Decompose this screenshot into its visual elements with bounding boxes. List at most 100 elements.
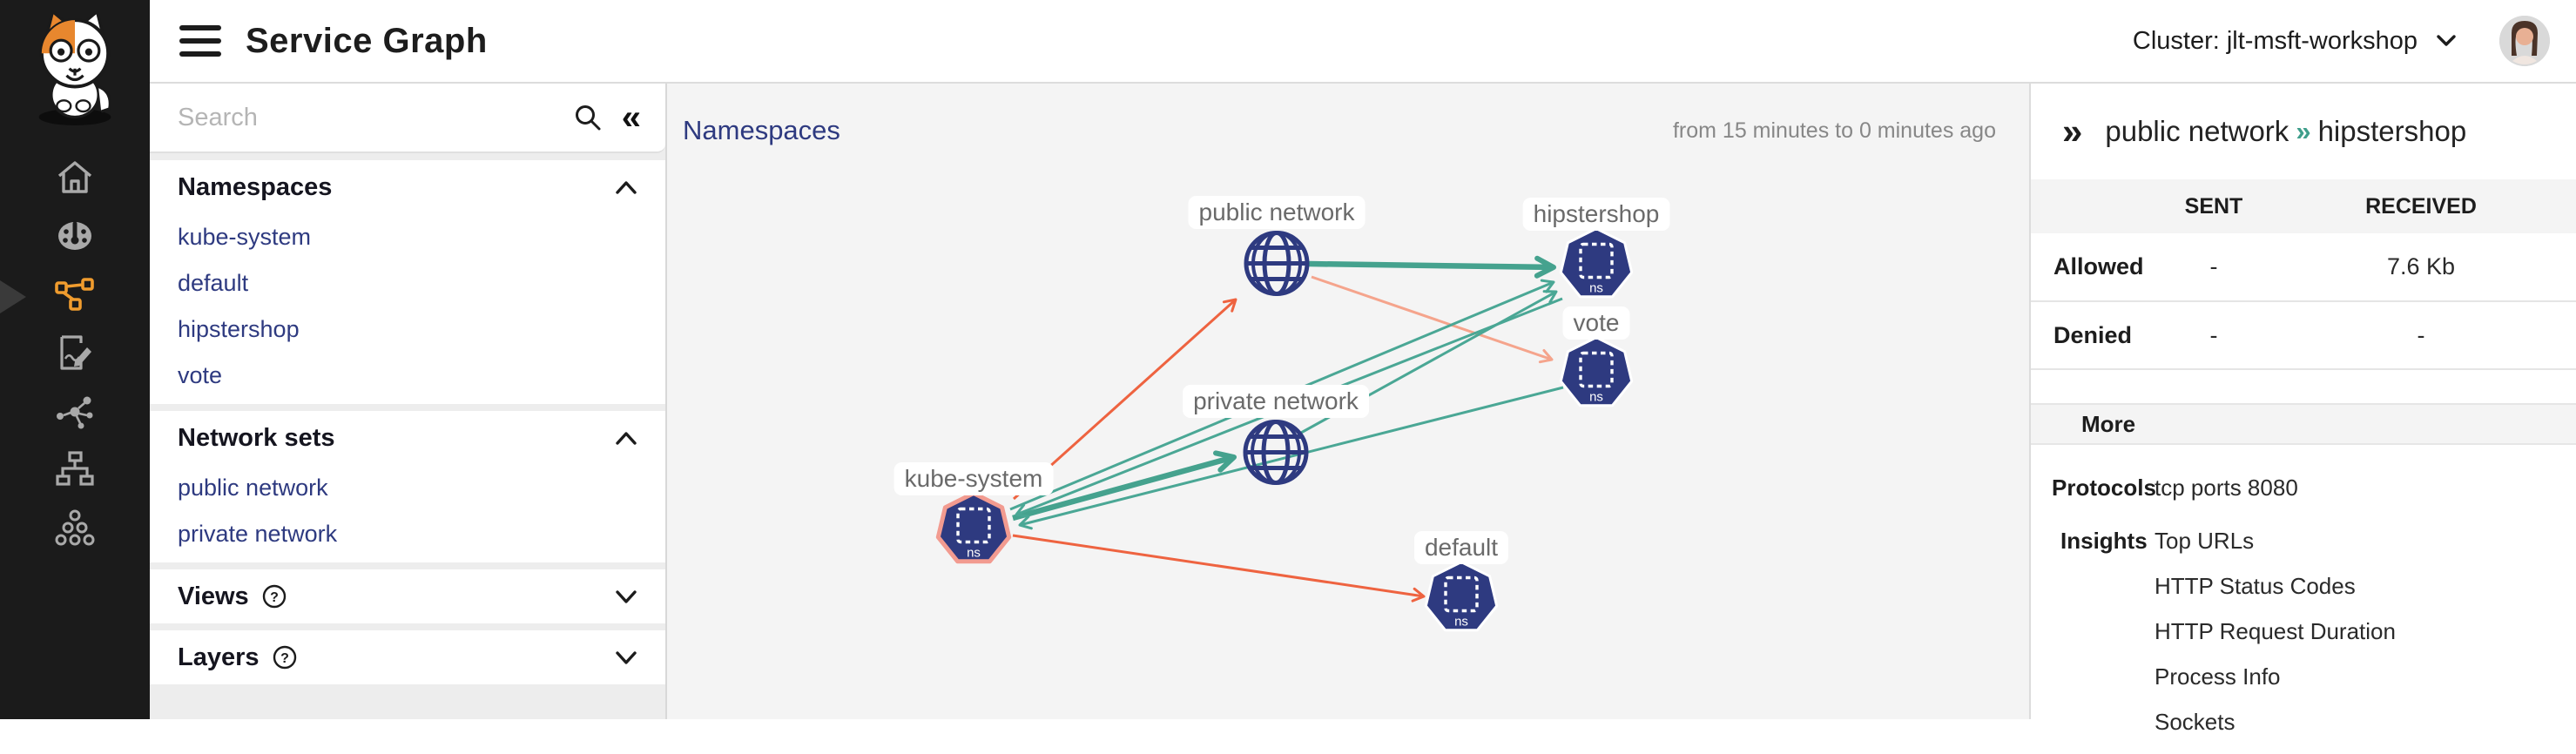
graph-edge-public-network-to-vote[interactable] [1311,275,1554,364]
protocols-label: Protocols [2052,475,2156,501]
section-title: Views [178,582,249,610]
sent-value: - [2161,233,2266,302]
sidebar-collapse-icon[interactable]: « [621,98,641,137]
rail-item-service-graph[interactable] [0,265,150,323]
cluster-selector-label: Cluster: jlt-msft-workshop [2132,26,2418,55]
chevron-up-icon[interactable] [613,179,639,196]
section-title: Network sets [178,423,335,452]
graph-node-label-public-network[interactable]: public network [1188,196,1366,229]
insight-item-http-status-codes[interactable]: HTTP Status Codes [2155,573,2356,599]
rail-item-hierarchy[interactable] [0,440,150,498]
network-nodes-icon [57,396,93,428]
insight-item-top-urls[interactable]: Top URLs [2155,528,2255,554]
row-label: Denied [2031,301,2161,370]
sidebar-item-vote[interactable]: vote [178,362,223,388]
sidebar-section-layers: Layers ? [150,630,665,684]
section-header[interactable]: Views ? [150,569,665,623]
sidebar-sections: Namespaces kube-system default hipstershop… [150,160,665,684]
canvas-view-label: Namespaces [683,115,840,145]
help-icon[interactable]: ? [261,583,287,609]
graph-node-hipstershop[interactable]: ns [1558,226,1635,310]
column-header-sent: SENT [2184,193,2243,219]
sidebar-search-row: « [150,84,665,153]
sidebar-item-public-network[interactable]: public network [178,475,328,501]
insights-label: Insights [2060,528,2148,554]
left-icon-rail [0,0,150,719]
svg-text:ns: ns [1589,281,1603,296]
clusters-icon [55,509,95,545]
top-bar: Service Graph Cluster: jlt-msft-workshop [150,0,2576,84]
rail-item-network[interactable] [0,381,150,440]
graph-edge-public-network-to-hipstershop[interactable] [1308,255,1556,279]
section-title: Namespaces [178,172,333,201]
chevron-down-icon[interactable] [613,589,639,605]
rail-item-clusters[interactable] [0,498,150,556]
graph-edge-kube-system-to-default[interactable] [1012,534,1426,603]
graph-node-vote[interactable]: ns [1558,334,1635,419]
sidebar-section-views: Views ? [150,569,665,623]
policies-icon [60,334,91,370]
service-graph-canvas[interactable]: Namespaces from 15 minutes to 0 minutes … [667,84,2029,719]
more-section-header[interactable]: More [2031,403,2576,445]
section-header[interactable]: Layers ? [150,630,665,684]
graph-node-kube-system[interactable]: ns [935,490,1012,575]
edge-details-panel: » public network » hipstershop SENT RECE… [2029,84,2576,735]
user-avatar[interactable] [2499,16,2550,66]
calico-cat-logo [0,0,150,125]
panel-collapse-icon[interactable]: » [2062,111,2083,151]
rail-item-home[interactable] [0,148,150,206]
svg-text:?: ? [280,651,289,666]
sidebar-item-default[interactable]: default [178,270,249,296]
section-title: Layers [178,643,260,671]
breadcrumb-target[interactable]: hipstershop [2317,115,2467,147]
sidebar-section-namespaces: Namespaces kube-system default hipstershop… [150,160,665,404]
sidebar-panel: « Namespaces kube-system default hipstersh… [150,84,667,719]
graph-node-label-vote[interactable]: vote [1562,306,1630,340]
breadcrumb-source[interactable]: public network [2105,115,2289,147]
traffic-row-allowed: Allowed - 7.6 Kb [2031,233,2576,302]
service-graph-icon [55,277,94,311]
menu-hamburger-icon[interactable] [179,25,221,57]
column-header-received: RECEIVED [2365,193,2477,219]
sidebar-item-hipstershop[interactable]: hipstershop [178,316,300,342]
graph-node-label-hipstershop[interactable]: hipstershop [1522,198,1670,231]
graph-node-default[interactable]: ns [1423,559,1500,643]
cluster-selector[interactable]: Cluster: jlt-msft-workshop [2133,27,2459,56]
sidebar-item-kube-system[interactable]: kube-system [178,224,312,250]
graph-node-label-private-network[interactable]: private network [1183,385,1369,418]
svg-text:?: ? [270,590,279,605]
chevron-down-icon[interactable] [613,650,639,666]
insight-item-process-info[interactable]: Process Info [2155,663,2281,690]
received-value: 7.6 Kb [2266,233,2576,302]
graph-node-label-default[interactable]: default [1413,531,1509,564]
graph-edge-vote-to-kube-system[interactable] [1018,386,1564,530]
rail-item-policies[interactable] [0,323,150,381]
chevron-up-icon[interactable] [613,430,639,447]
graph-edge-kube-system-to-private-network[interactable] [1012,450,1237,522]
graph-node-public-network[interactable] [1241,228,1312,304]
breadcrumb-arrow-icon: » [2296,116,2311,146]
insight-item-http-request-duration[interactable]: HTTP Request Duration [2155,618,2396,644]
dashboard-icon [58,221,91,250]
help-icon[interactable]: ? [272,644,298,670]
hierarchy-icon [56,450,94,486]
section-header[interactable]: Network sets [150,411,665,465]
svg-text:ns: ns [967,546,981,561]
insight-item-sockets[interactable]: Sockets [2155,709,2235,735]
section-header[interactable]: Namespaces [150,160,665,214]
sidebar-section-network-sets: Network sets public network private netwo… [150,411,665,562]
home-icon [57,160,92,193]
chevron-down-icon [2437,35,2456,46]
search-icon[interactable] [573,103,603,132]
sent-value: - [2161,301,2266,370]
traffic-row-denied: Denied - - [2031,301,2576,370]
graph-node-label-kube-system[interactable]: kube-system [894,462,1054,495]
search-input[interactable] [150,103,573,132]
sidebar-item-private-network[interactable]: private network [178,521,338,547]
rail-item-dashboard[interactable] [0,206,150,265]
protocols-value: tcp ports 8080 [2155,475,2298,501]
row-label: Allowed [2031,233,2161,302]
graph-node-private-network[interactable] [1240,417,1312,493]
svg-text:ns: ns [1589,390,1603,405]
